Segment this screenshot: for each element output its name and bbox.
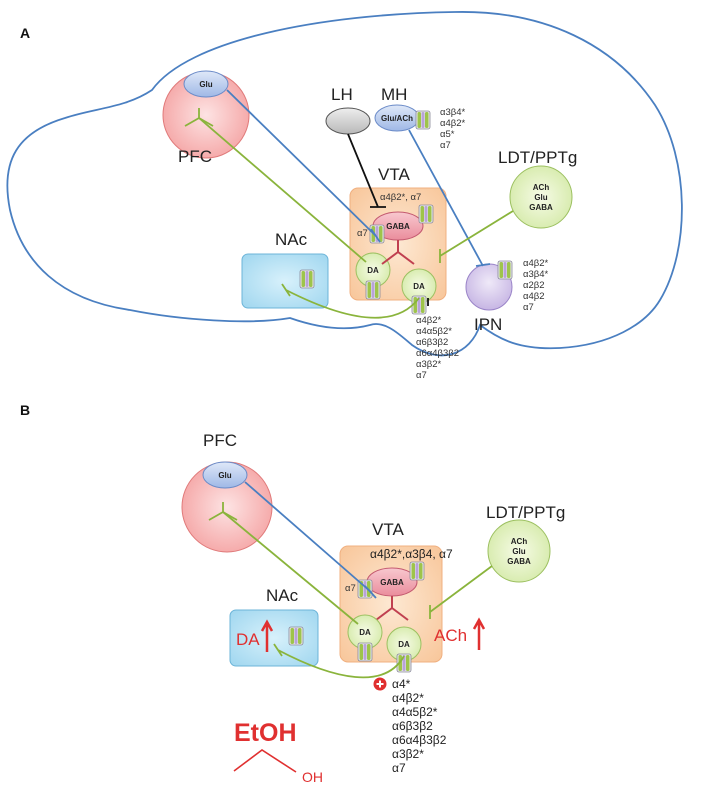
lh-to-vta-projection — [347, 133, 386, 208]
plus-glyph — [376, 680, 384, 688]
mh-subunit-2: α4β2* — [440, 118, 466, 129]
gaba-projection-a — [381, 240, 415, 265]
pfc-label: PFC — [178, 147, 212, 166]
da-subunit-1: α4β2* — [416, 315, 442, 326]
da-subunit-3: α6β3β2 — [416, 337, 448, 348]
ipn-subunit-5: α7 — [523, 302, 534, 313]
pfc-glu-label-b: Glu — [218, 471, 231, 480]
da-subunit-b-5: α6α4β3β2 — [392, 733, 447, 747]
nac-da-increase-label: DA — [236, 630, 260, 649]
ach-increase-arrow — [472, 617, 486, 650]
vta-da-receptor-icon-1 — [365, 280, 381, 300]
ipn-subunit-1: α4β2* — [523, 258, 549, 269]
vta-da-receptor-icon-b1 — [357, 642, 373, 662]
ipn-subunit-3: α2β2 — [523, 280, 545, 291]
brain-outline — [6, 11, 683, 357]
ldt-region-b — [487, 519, 551, 583]
vta-da-label-b2: DA — [398, 640, 410, 649]
pfc-glu-neuron-b — [202, 461, 248, 489]
vta-gaba-subunits: α4β2*, α7 — [380, 192, 421, 203]
ipn-subunit-4: α4β2 — [523, 291, 545, 302]
ldt-to-vta-projection-b — [429, 565, 493, 619]
mh-subunit-4: α7 — [440, 140, 451, 151]
ach-increase-label: ACh — [434, 626, 467, 645]
mh-label: MH — [381, 85, 407, 104]
pfc-vta-terminal-b — [364, 585, 377, 599]
ldt-ach-label-b: ACh — [511, 537, 528, 546]
nac-da-increase-arrow — [260, 619, 274, 652]
panel-a-label: A — [20, 25, 30, 41]
nac-region-b — [229, 609, 319, 667]
ldt-glu-label-b: Glu — [512, 547, 525, 556]
da-subunit-4: α6α4β3β2 — [416, 348, 459, 359]
vta-label-b: VTA — [372, 520, 404, 539]
da-subunit-2: α4α5β2* — [416, 326, 452, 337]
panel-b-label: B — [20, 402, 30, 418]
ethanol-label: EtOH — [234, 719, 297, 747]
gaba-projection-b — [375, 596, 409, 621]
vta-label: VTA — [378, 165, 410, 184]
ldt-gaba-label: GABA — [529, 203, 553, 212]
ipn-receptor-icon — [497, 260, 513, 280]
lh-nucleus — [325, 107, 371, 135]
vta-input-subunit: α7 — [357, 228, 368, 239]
pfc-to-vta-glutamate — [226, 89, 377, 237]
da-subunit-6: α7 — [416, 370, 427, 381]
lh-label: LH — [331, 85, 353, 104]
ldt-glu-label: Glu — [534, 193, 547, 202]
da-to-nac-projection — [281, 283, 420, 319]
pfc-glu-label: Glu — [199, 80, 212, 89]
vta-da-label-1: DA — [367, 266, 379, 275]
vta-gaba-label: GABA — [386, 222, 410, 231]
vta-input-subunit-b: α7 — [345, 583, 356, 594]
nac-label: NAc — [275, 230, 308, 249]
vta-gaba-label-b: GABA — [380, 578, 404, 587]
ethanol-skeleton — [233, 749, 297, 773]
ipn-subunit-2: α3β4* — [523, 269, 549, 280]
nac-region — [241, 253, 329, 309]
mh-cell-label: Glu/ACh — [381, 114, 413, 123]
ldt-region — [509, 165, 573, 229]
vta-gaba-receptor-icon — [418, 204, 434, 224]
da-subunit-b-3: α4α5β2* — [392, 705, 438, 719]
pfc-glu-neuron — [183, 70, 229, 98]
vta-gaba-receptor-icon-b — [409, 561, 425, 581]
ipn-label: IPN — [474, 315, 502, 334]
da-subunit-b-7: α7 — [392, 761, 406, 775]
vta-subunits-b: α4β2*,α3β4, α7 — [370, 547, 453, 561]
mh-subunit-1: α3β4* — [440, 107, 466, 118]
vta-input-receptor-icon — [369, 224, 385, 244]
nac-receptor-icon-b — [288, 626, 304, 646]
ldt-to-vta-projection — [439, 210, 514, 263]
ethanol-hydroxyl-label: OH — [302, 769, 323, 785]
da-to-nac-projection-b — [273, 643, 405, 679]
mh-subunit-3: α5* — [440, 129, 455, 140]
da-subunit-b-4: α6β3β2 — [392, 719, 433, 733]
mh-receptor-icon — [415, 110, 431, 130]
vta-da-label-2: DA — [413, 282, 425, 291]
vta-da-label-b1: DA — [359, 628, 371, 637]
pfc-label-b: PFC — [203, 431, 237, 450]
ldt-ach-label: ACh — [533, 183, 550, 192]
pfc-vta-terminal — [370, 228, 381, 243]
ldt-label: LDT/PPTg — [498, 148, 577, 167]
pfc-to-vta-glutamate-b — [244, 481, 372, 593]
nac-label-b: NAc — [266, 586, 299, 605]
da-subunit-b-2: α4β2* — [392, 691, 424, 705]
da-subunit-b-6: α3β2* — [392, 747, 424, 761]
pfc-dendrite-b — [208, 502, 238, 521]
da-subunit-5: α3β2* — [416, 359, 442, 370]
ldt-label-b: LDT/PPTg — [486, 503, 565, 522]
vta-to-pfc-dopamine-b — [222, 511, 359, 625]
vta-to-pfc-dopamine — [198, 117, 367, 263]
nac-receptor-icon — [299, 269, 315, 289]
da-subunit-b-1: α4* — [392, 677, 411, 691]
ldt-gaba-label-b: GABA — [507, 557, 531, 566]
mh-to-ipn-projection — [408, 129, 491, 267]
